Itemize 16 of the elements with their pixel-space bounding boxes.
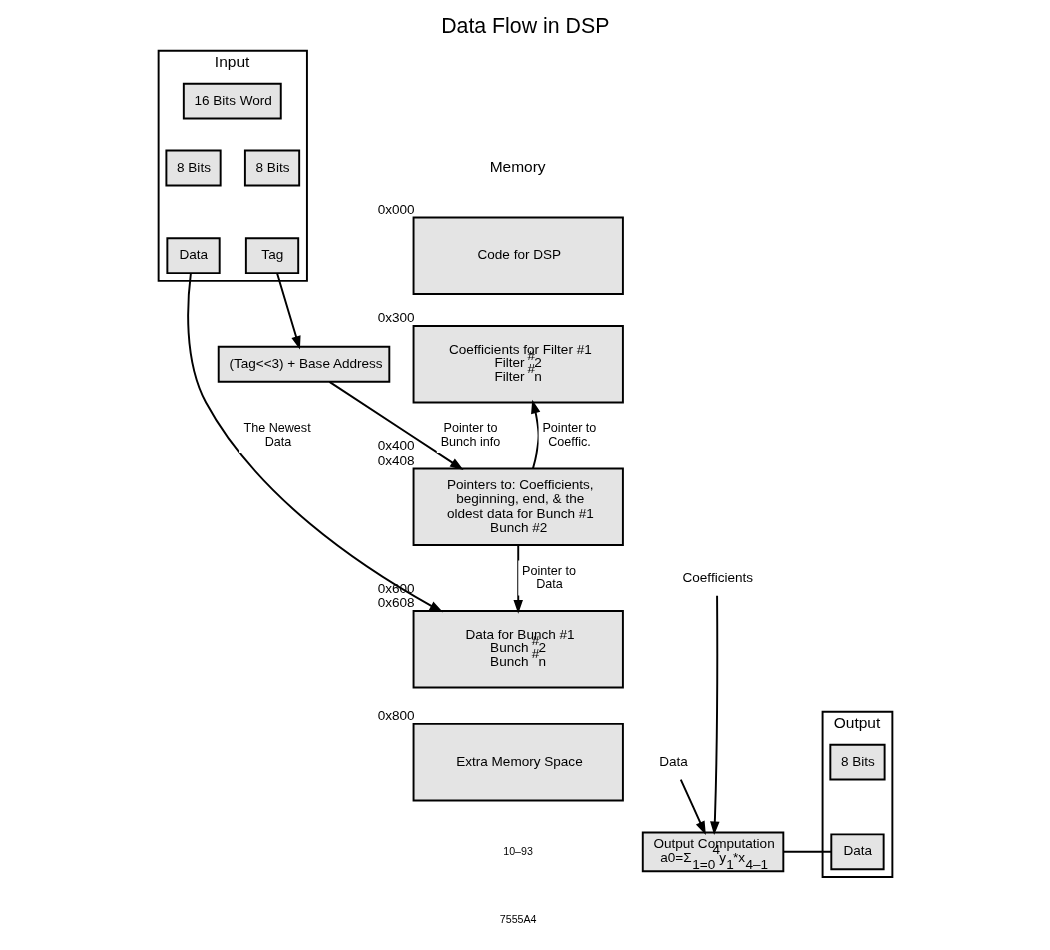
- node-label: 0x300: [377, 310, 415, 326]
- label: Memory: [489, 157, 546, 175]
- edge-label: Pointer to Bunch info: [440, 421, 500, 449]
- edge-label: Pointer to Data: [521, 563, 576, 592]
- node-label: 0x408: [377, 452, 415, 468]
- node-label: 0x400: [377, 438, 415, 454]
- node-label: 0x000: [377, 201, 415, 217]
- edge-label: Pointer to Coeffic.: [541, 421, 596, 449]
- label: 7555A4: [499, 913, 537, 926]
- node-label: 0x800: [377, 708, 415, 724]
- node-text: Coefficients: [682, 569, 753, 585]
- diagram-title: Data Flow in DSP: [440, 13, 609, 38]
- edge-label: The Newest Data: [242, 421, 311, 449]
- label: 10–93: [502, 844, 533, 857]
- node-label: 0x608: [377, 595, 415, 611]
- node-text: Data: [658, 753, 688, 769]
